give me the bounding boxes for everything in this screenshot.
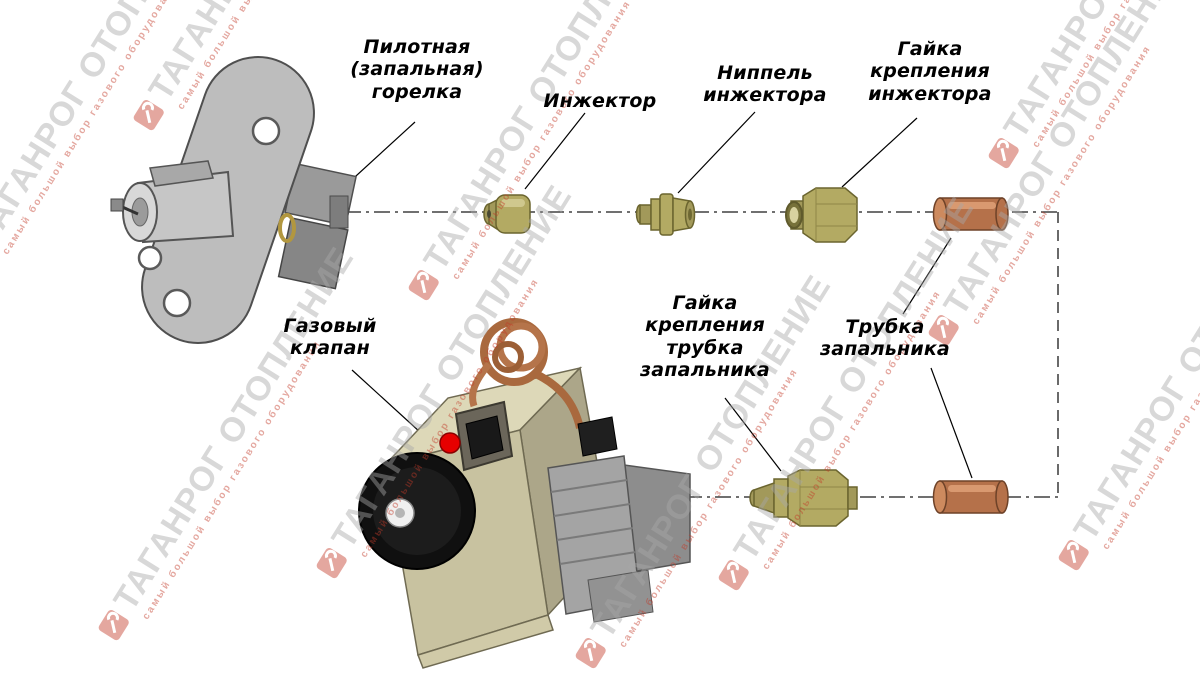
wrench-icon	[928, 315, 959, 346]
wrench-icon	[408, 270, 439, 301]
leader-lines	[332, 111, 973, 479]
wrench-icon	[1058, 540, 1089, 571]
pilot-tube-bottom-part	[932, 480, 1009, 514]
injector-label: Инжектор	[543, 90, 657, 112]
injector-part	[483, 194, 531, 234]
solenoid-block	[547, 416, 691, 623]
wrench-icon	[988, 138, 1019, 169]
injector-nut-part	[785, 187, 858, 243]
valve-knob	[358, 452, 476, 570]
tube-nut-label: Гайка крепления трубка запальника	[640, 292, 770, 382]
watermark-tagline: самый большой выбор газового оборудовани…	[140, 338, 324, 622]
brass-ring	[278, 213, 296, 243]
wrench-icon	[575, 638, 606, 669]
thermocouple-coil	[469, 318, 584, 429]
pilot-burner-part	[110, 56, 357, 344]
red-button	[439, 432, 461, 454]
wrench-icon	[718, 560, 749, 591]
watermark-brand: ТАГАНРОГ ОТОПЛЕНИЕ	[1067, 171, 1200, 548]
injector-nipple-label: Ниппель инжектора	[703, 62, 827, 107]
injector-nipple-part	[635, 193, 696, 236]
pilot-tube-top-part	[932, 197, 1009, 231]
pilot-burner-label: Пилотная (запальная) горелка	[350, 36, 484, 103]
solenoid-cap	[577, 416, 618, 457]
wrench-icon	[133, 100, 164, 131]
wrench-icon	[98, 610, 129, 641]
pilot-tube-label: Трубка запальника	[820, 316, 950, 361]
gas-valve-label: Газовый клапан	[283, 315, 377, 360]
rocker-switch	[465, 415, 504, 460]
tube-nut-part	[749, 469, 858, 527]
injector-nut-label: Гайка крепления инжектора	[868, 38, 992, 105]
wrench-icon	[316, 548, 347, 579]
gas-valve-part	[358, 318, 691, 669]
